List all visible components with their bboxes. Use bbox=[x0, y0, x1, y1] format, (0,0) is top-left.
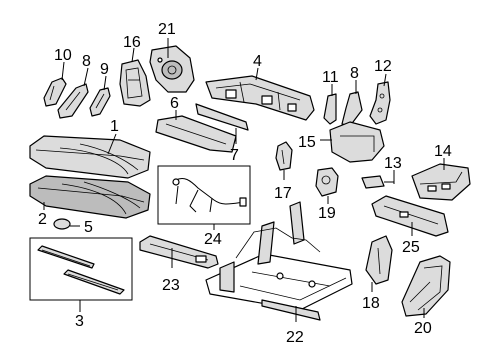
part-23-rail bbox=[139, 235, 219, 269]
callout-3: 3 bbox=[75, 313, 84, 330]
part-8-left-trim bbox=[57, 83, 89, 119]
part-12-bracket bbox=[369, 81, 391, 125]
part-20-seat-back-panel bbox=[401, 255, 451, 317]
part-21-recliner-cover bbox=[149, 45, 195, 93]
part-11-trim-piece bbox=[323, 93, 337, 125]
part-3-box bbox=[29, 237, 133, 301]
leader-8-left bbox=[83, 67, 89, 87]
callout-9: 9 bbox=[100, 61, 109, 78]
part-18-side-cover bbox=[365, 235, 393, 285]
part-17-bracket bbox=[275, 141, 293, 171]
callout-25: 25 bbox=[402, 239, 420, 256]
callout-23: 23 bbox=[162, 277, 180, 294]
leader-1 bbox=[107, 133, 117, 155]
part-16-side-panel bbox=[119, 59, 151, 107]
part-4-seat-frame bbox=[205, 75, 315, 121]
callout-16: 16 bbox=[123, 34, 141, 51]
leader-9 bbox=[103, 75, 107, 91]
callout-24: 24 bbox=[204, 231, 222, 248]
part-8-right-trim bbox=[341, 91, 363, 127]
part-6-trim-strip bbox=[155, 115, 237, 153]
callout-15: 15 bbox=[298, 134, 316, 151]
callout-2: 2 bbox=[38, 211, 47, 228]
part-1-seat-cushion bbox=[29, 135, 151, 179]
leader-10 bbox=[61, 61, 65, 81]
part-5-clip bbox=[53, 218, 71, 230]
callout-8-left: 8 bbox=[82, 53, 91, 70]
callout-8-right: 8 bbox=[350, 65, 359, 82]
part-14-side-shield bbox=[411, 163, 471, 201]
part-7-trim-strip bbox=[195, 103, 249, 131]
part-2-cushion-pad bbox=[29, 175, 151, 219]
callout-19: 19 bbox=[318, 205, 336, 222]
callout-14: 14 bbox=[434, 143, 452, 160]
part-9-trim-cover bbox=[89, 87, 111, 117]
callout-21: 21 bbox=[158, 21, 176, 38]
callout-6: 6 bbox=[170, 95, 179, 112]
callout-22: 22 bbox=[286, 329, 304, 346]
part-25-rear-trim bbox=[371, 195, 449, 237]
callout-13: 13 bbox=[384, 155, 402, 172]
part-24-wiring-harness-box bbox=[157, 165, 251, 225]
callout-11: 11 bbox=[322, 69, 339, 86]
callout-7: 7 bbox=[230, 147, 239, 164]
callout-4: 4 bbox=[253, 53, 262, 70]
part-15-armrest-pad bbox=[329, 121, 385, 163]
part-22-seat-track bbox=[205, 201, 353, 321]
callout-1: 1 bbox=[110, 118, 119, 135]
leader-4 bbox=[255, 67, 259, 81]
callout-18: 18 bbox=[362, 295, 380, 312]
callout-12: 12 bbox=[374, 58, 392, 75]
part-13-switch bbox=[361, 175, 385, 189]
callout-20: 20 bbox=[414, 320, 432, 337]
leader-12 bbox=[383, 73, 387, 87]
callout-5: 5 bbox=[84, 219, 93, 236]
part-19-motor bbox=[315, 167, 339, 197]
callout-17: 17 bbox=[274, 185, 292, 202]
callout-10: 10 bbox=[54, 47, 72, 64]
part-10-trim-cover bbox=[43, 77, 67, 107]
leader-16 bbox=[131, 47, 135, 63]
